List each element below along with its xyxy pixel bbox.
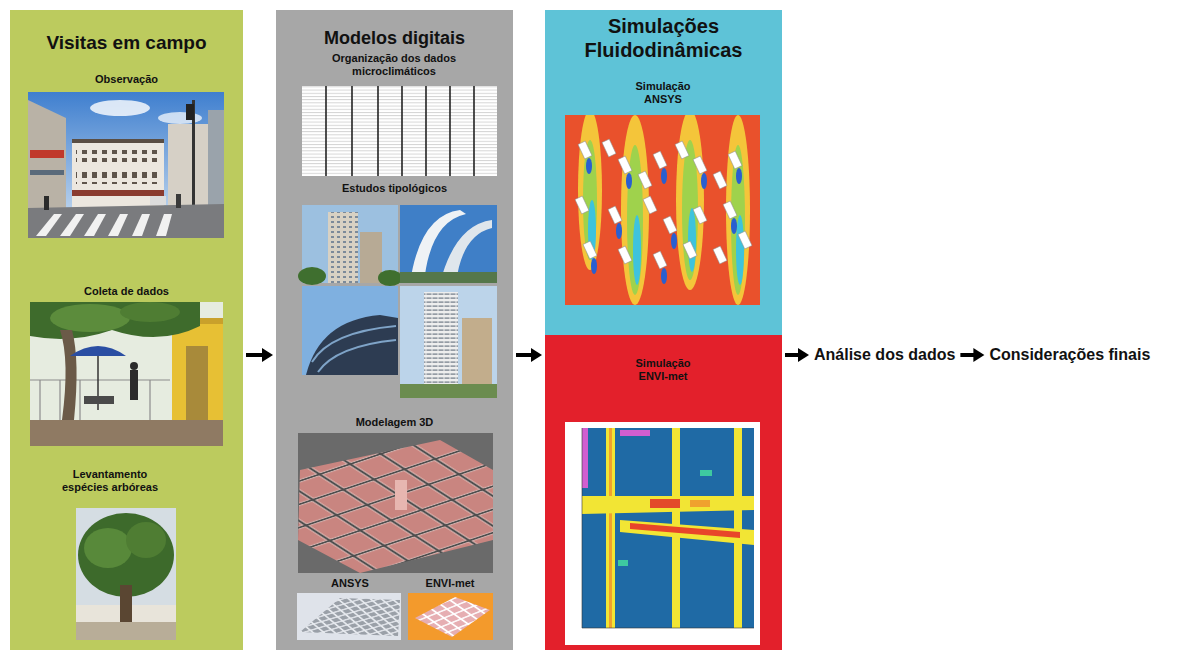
text-slot: Modelagem 3D: [276, 416, 513, 429]
panel-title: Visitas em campo: [10, 32, 243, 55]
section-label: Simulação ANSYS: [623, 80, 703, 106]
section-label: Modelagem 3D: [276, 416, 513, 429]
stage-panel: Simulação ENVI-met: [545, 335, 782, 650]
text-slot: Observação: [10, 73, 243, 86]
flow-step: Análise dos dados: [812, 345, 957, 364]
section-label: ANSYS: [300, 577, 400, 590]
panel-title: Modelos digitais: [276, 28, 513, 50]
section-label: Organização dos dados microclimáticos: [294, 52, 494, 78]
panel-title: Simulações Fluidodinâmicas: [545, 14, 782, 62]
text-slot: Coleta de dados: [10, 285, 243, 298]
text-slot: ANSYS: [300, 577, 400, 590]
flow-arrow: [785, 348, 809, 362]
flow-step: Considerações finais: [987, 345, 1152, 364]
text-slot: Visitas em campo: [10, 32, 243, 55]
flow-arrow: [246, 348, 273, 362]
text-slot: ENVI-met: [400, 577, 500, 590]
section-label: Estudos tipológicos: [276, 182, 513, 195]
text-slot: Simulação ANSYS: [623, 80, 703, 106]
text-slot: Organização dos dados microclimáticos: [294, 52, 494, 78]
section-label: Coleta de dados: [10, 285, 243, 298]
text-slot: Simulações Fluidodinâmicas: [545, 14, 782, 62]
text-slot: Modelos digitais: [276, 28, 513, 50]
section-label: ENVI-met: [400, 577, 500, 590]
section-label: Observação: [10, 73, 243, 86]
section-label: Levantamento espécies arbóreas: [51, 468, 169, 494]
text-slot: Estudos tipológicos: [276, 182, 513, 195]
text-slot: Levantamento espécies arbóreas: [51, 468, 169, 494]
section-label: Simulação ENVI-met: [623, 357, 703, 383]
flow-arrow: [960, 348, 984, 362]
stage-panel: Simulações FluidodinâmicasSimulação ANSY…: [545, 10, 782, 335]
flow-arrow: [516, 348, 542, 362]
text-slot: Simulação ENVI-met: [623, 357, 703, 383]
stage-panel: Modelos digitaisOrganização dos dados mi…: [276, 10, 513, 650]
step-label: Considerações finais: [989, 345, 1150, 364]
step-label: Análise dos dados: [814, 345, 955, 364]
stage-panel: Visitas em campoObservaçãoColeta de dado…: [10, 10, 243, 650]
